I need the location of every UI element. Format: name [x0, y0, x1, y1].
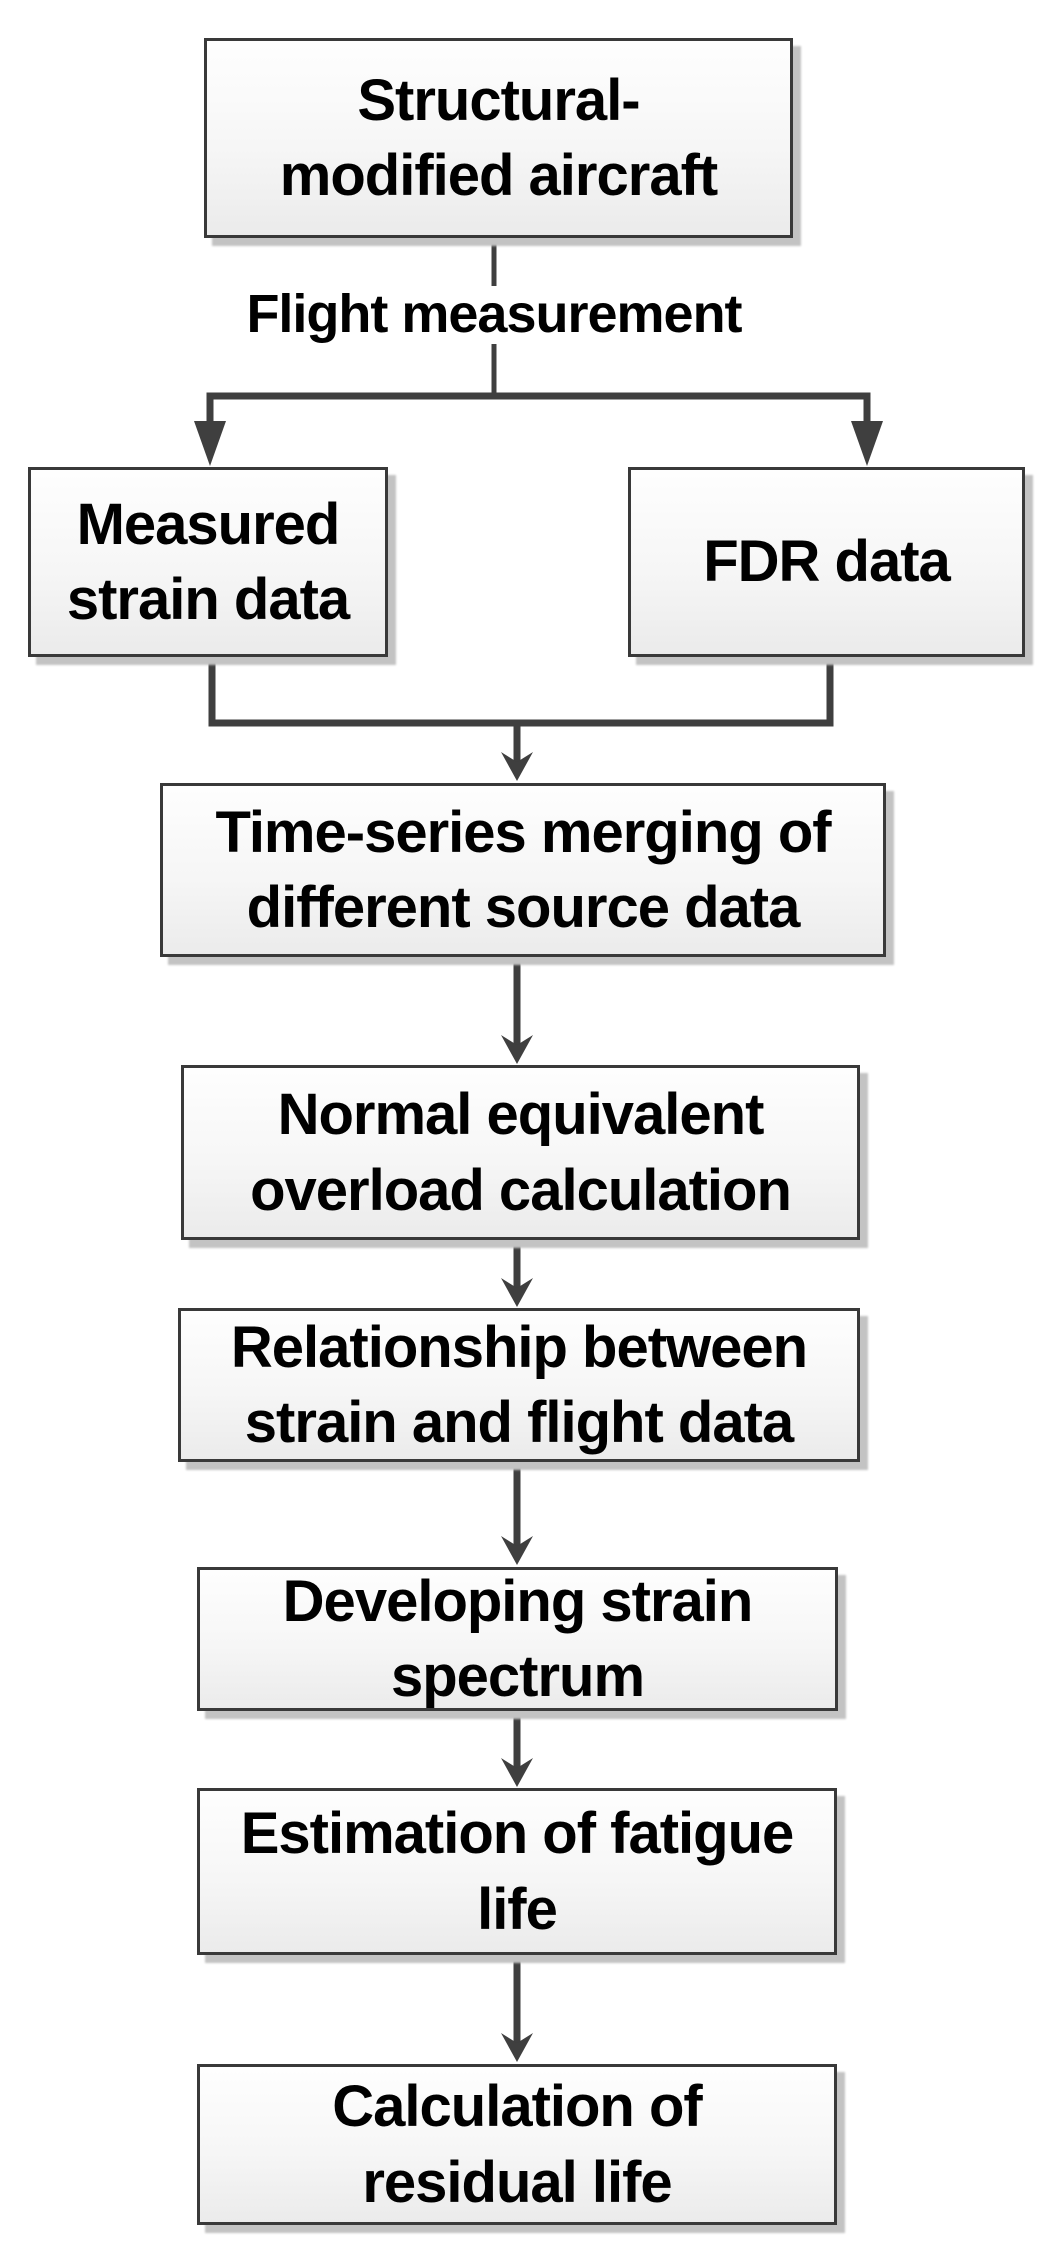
- node-label-time-series-merging: Time-series merging of different source …: [215, 799, 831, 940]
- flow-node-relationship-strain-flight: Relationship between strain and flight d…: [178, 1308, 860, 1462]
- node-label-fdr-data: FDR data: [703, 529, 951, 595]
- flow-node-measured-strain-data: Measured strain data: [28, 467, 388, 657]
- node-label-structural-modified-aircraft: Structural- modified aircraft: [279, 67, 718, 208]
- flow-node-normal-equivalent-overload: Normal equivalent overload calculation: [181, 1065, 860, 1240]
- node-label-developing-strain-spectrum: Developing strain spectrum: [282, 1568, 754, 1709]
- arrowhead-into-developing: [501, 1536, 533, 1565]
- arrowhead-right-branch: [851, 421, 883, 466]
- arrowhead-left-branch: [194, 421, 226, 466]
- arrowhead-into-calculation: [501, 2033, 533, 2062]
- edge-split-bar: [206, 392, 871, 424]
- node-label-estimation-fatigue-life: Estimation of fatigue life: [240, 1801, 795, 1942]
- edge-merge-bar: [208, 656, 834, 727]
- flow-node-developing-strain-spectrum: Developing strain spectrum: [197, 1567, 838, 1711]
- arrowhead-into-timeseries: [501, 752, 533, 781]
- arrowhead-into-estimation: [501, 1758, 533, 1787]
- node-label-normal-equivalent-overload: Normal equivalent overload calculation: [250, 1082, 792, 1223]
- node-label-relationship-strain-flight: Relationship between strain and flight d…: [230, 1314, 808, 1455]
- flow-node-fdr-data: FDR data: [628, 467, 1025, 657]
- edge-label-flight-measurement: Flight measurement: [194, 285, 794, 344]
- flow-node-time-series-merging: Time-series merging of different source …: [160, 783, 886, 957]
- flow-node-structural-modified-aircraft: Structural- modified aircraft: [204, 38, 793, 238]
- arrowhead-into-normal: [501, 1035, 533, 1064]
- flow-node-estimation-fatigue-life: Estimation of fatigue life: [197, 1788, 837, 1955]
- flow-node-calculation-residual-life: Calculation of residual life: [197, 2064, 837, 2225]
- node-label-calculation-residual-life: Calculation of residual life: [332, 2074, 702, 2215]
- arrowhead-into-relationship: [501, 1278, 533, 1307]
- node-label-measured-strain-data: Measured strain data: [66, 491, 350, 632]
